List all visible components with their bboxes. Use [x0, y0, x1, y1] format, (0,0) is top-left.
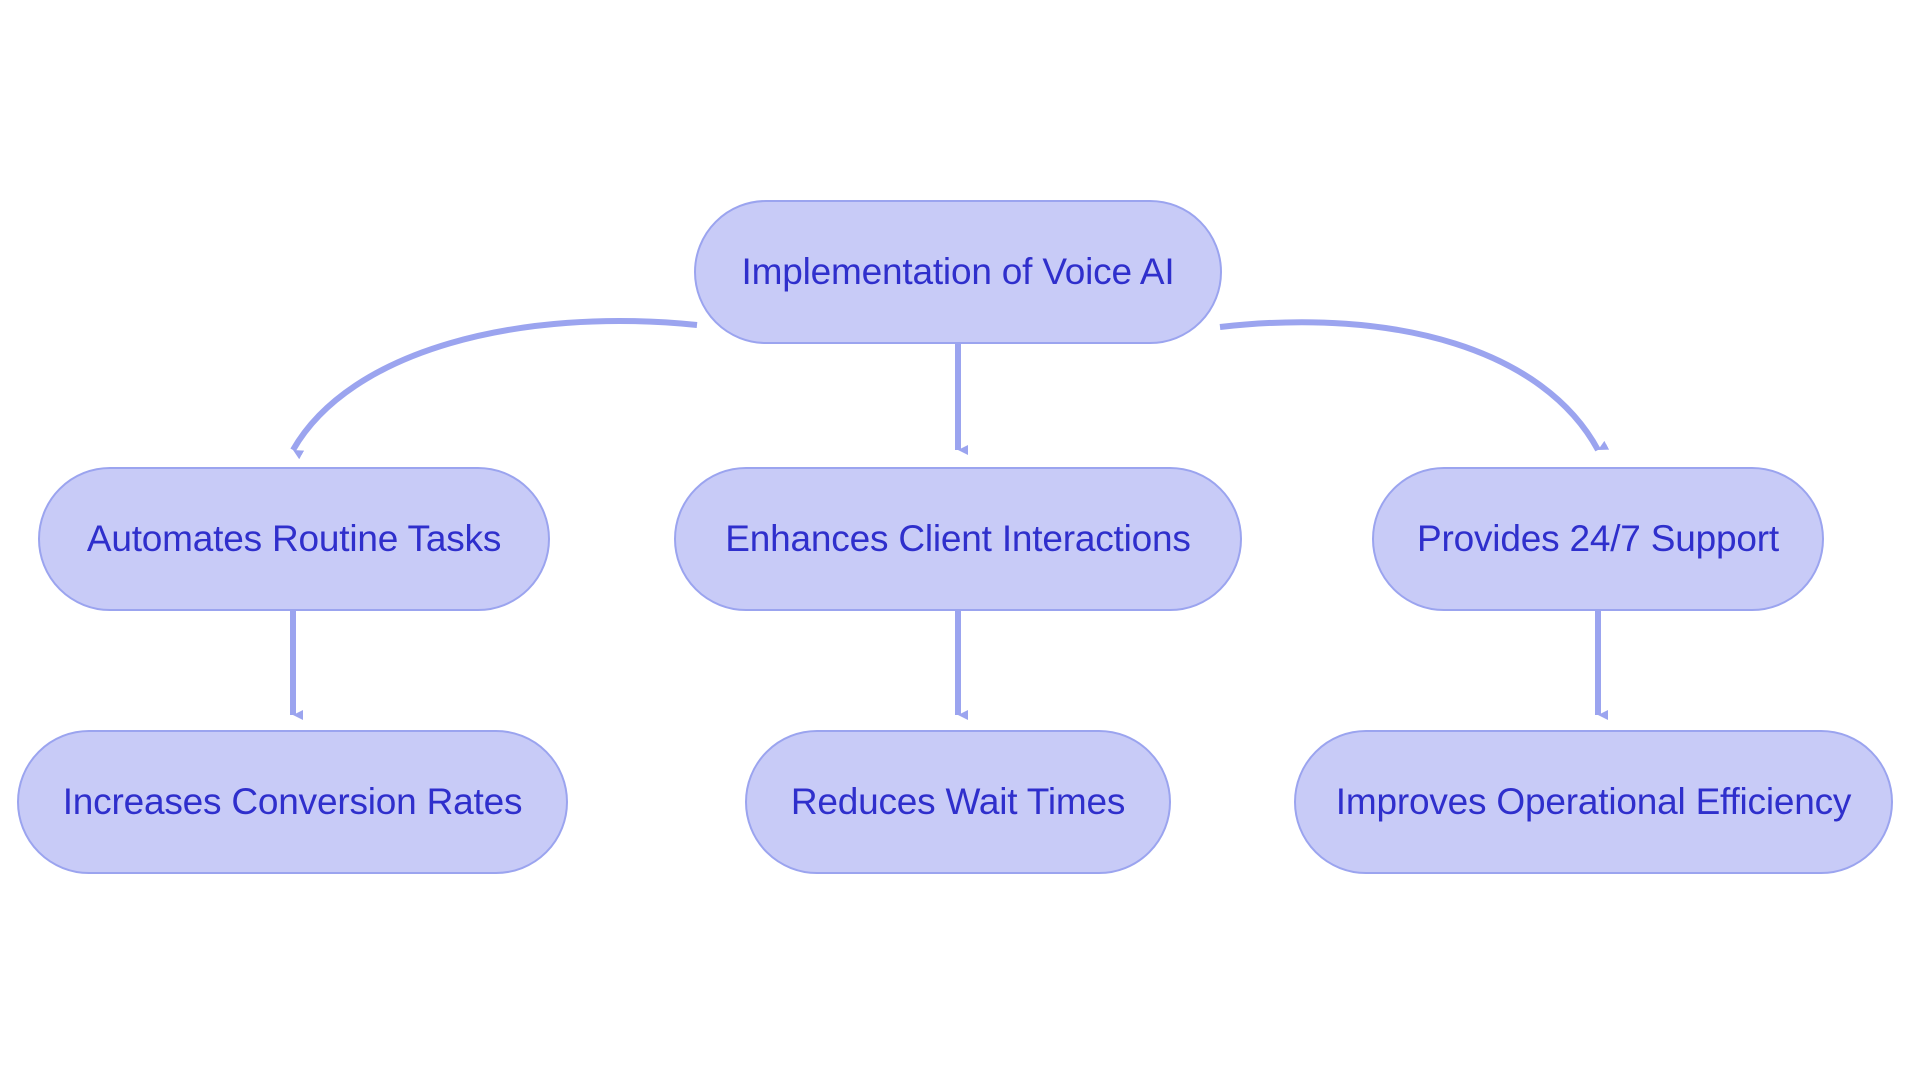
node-enhances-client-interactions[interactable]: Enhances Client Interactions	[674, 467, 1242, 611]
node-provides-24-7-support[interactable]: Provides 24/7 Support	[1372, 467, 1824, 611]
node-label: Enhances Client Interactions	[725, 517, 1191, 559]
node-label: Reduces Wait Times	[790, 780, 1126, 822]
edge-root-to-support	[1219, 319, 1610, 452]
node-label: Provides 24/7 Support	[1417, 517, 1779, 559]
node-label: Increases Conversion Rates	[62, 780, 523, 822]
node-reduces-wait-times[interactable]: Reduces Wait Times	[745, 730, 1171, 874]
node-label: Improves Operational Efficiency	[1335, 780, 1852, 822]
node-label: Automates Routine Tasks	[86, 517, 502, 559]
node-improves-operational-efficiency[interactable]: Improves Operational Efficiency	[1294, 730, 1893, 874]
edge-root-to-automates	[290, 318, 698, 460]
node-increases-conversion-rates[interactable]: Increases Conversion Rates	[17, 730, 568, 874]
node-implementation-of-voice-ai[interactable]: Implementation of Voice AI	[694, 200, 1222, 344]
node-label: Implementation of Voice AI	[741, 250, 1175, 292]
node-automates-routine-tasks[interactable]: Automates Routine Tasks	[38, 467, 550, 611]
